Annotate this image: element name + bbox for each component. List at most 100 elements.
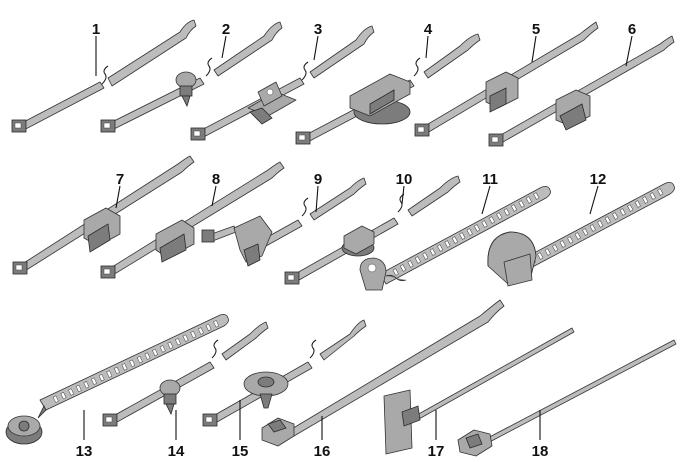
- strap-hole: [552, 244, 559, 252]
- strap-hole: [503, 208, 510, 216]
- part-18-cable-tie-with-anchor: [457, 339, 677, 457]
- strap-hole: [175, 338, 181, 346]
- callout-labels: 1 2 3 4 5 6 7 8 9 10 11 12 13 14 15 16 1…: [76, 21, 637, 460]
- strap-hole: [159, 345, 166, 353]
- strap-hole: [422, 252, 429, 260]
- callout-10: 10: [396, 171, 413, 188]
- strap-hole: [582, 228, 589, 236]
- leader-9: [315, 185, 319, 213]
- strap-hole: [481, 220, 488, 228]
- strap-hole: [642, 196, 649, 204]
- leader-8: [211, 185, 217, 207]
- strap-hole: [518, 200, 525, 208]
- strap-hole: [634, 200, 641, 208]
- part-16-cable-tie-with-push-mount: [261, 299, 505, 447]
- leader-6: [625, 35, 633, 67]
- callout-17: 17: [428, 443, 445, 460]
- strap-hole: [574, 232, 581, 240]
- part-12-perforated-strap-with-loop: [487, 182, 675, 287]
- callout-12: 12: [590, 171, 607, 188]
- part-8-cable-tie-with-edge-clip: [100, 161, 285, 279]
- leader-11: [481, 185, 491, 215]
- strap-hole: [466, 228, 473, 236]
- strap-hole: [144, 352, 151, 360]
- callout-1: 1: [92, 21, 100, 38]
- strap-hole: [429, 248, 436, 256]
- strap-hole: [451, 236, 458, 244]
- strap-hole: [75, 384, 82, 393]
- strap-hole: [205, 323, 212, 332]
- strap-hole: [407, 260, 414, 268]
- part-1-cable-tie: [11, 19, 197, 133]
- strap-hole: [627, 204, 634, 212]
- leader-7: [115, 185, 121, 209]
- part-10-cable-tie-with-clip: [284, 175, 461, 285]
- strap-hole: [533, 192, 540, 200]
- strap-hole: [167, 341, 174, 350]
- strap-hole: [544, 248, 551, 256]
- leader-12: [589, 185, 599, 215]
- part-13-wave-strap-with-base: [5, 314, 229, 445]
- callout-15: 15: [232, 443, 249, 460]
- callout-2: 2: [222, 21, 230, 38]
- strap-hole: [60, 391, 67, 400]
- part-17-cable-tie-with-fir-tree: [383, 327, 575, 455]
- callout-11: 11: [482, 171, 498, 188]
- strap-holes: [392, 192, 540, 276]
- strap-hole: [525, 196, 532, 204]
- callout-5: 5: [532, 21, 540, 38]
- part-6-cable-tie-with-edge-clip: [488, 35, 675, 147]
- strap-hole: [496, 212, 503, 220]
- strap-holes: [52, 320, 220, 403]
- strap-hole: [91, 377, 97, 385]
- callout-8: 8: [212, 171, 220, 188]
- part-5-cable-tie-with-edge-clip: [414, 21, 599, 137]
- strap-hole: [444, 240, 451, 248]
- part-14-cable-tie-with-clip: [102, 321, 269, 440]
- callout-16: 16: [314, 443, 331, 460]
- leader-3: [313, 35, 319, 61]
- strap-hole: [113, 366, 120, 375]
- part-7-cable-tie-with-edge-clip: [12, 155, 195, 275]
- strap-hole: [129, 359, 136, 367]
- strap-hole: [437, 244, 444, 252]
- callout-3: 3: [314, 21, 322, 38]
- strap-hole: [197, 327, 204, 335]
- part-9-cable-tie-with-clip: [201, 177, 367, 267]
- leader-10: [401, 185, 405, 205]
- callout-6: 6: [628, 21, 636, 38]
- strap-hole: [414, 256, 421, 264]
- strap-hole: [106, 370, 113, 378]
- leader-4: [425, 35, 429, 59]
- strap-hole: [190, 330, 197, 339]
- strap-hole: [589, 224, 596, 232]
- strap-hole: [68, 388, 75, 396]
- strap-hole: [619, 208, 626, 216]
- strap-hole: [98, 373, 105, 382]
- part-4-cable-tie-with-foot: [295, 33, 481, 145]
- strap-hole: [52, 395, 59, 403]
- strap-hole: [604, 216, 611, 224]
- strap-hole: [136, 356, 143, 364]
- strap-hole: [474, 224, 481, 232]
- strap-hole: [537, 252, 544, 260]
- strap-hole: [182, 334, 189, 342]
- callout-14: 14: [168, 443, 185, 460]
- callout-13: 13: [76, 443, 93, 460]
- strap-hole: [152, 348, 159, 357]
- part-15-cable-tie-with-disc: [202, 319, 367, 440]
- strap-hole: [488, 216, 495, 224]
- part-3-cable-tie-with-holder: [190, 25, 375, 141]
- part-2-cable-tie-with-clip: [100, 21, 283, 133]
- leader-2: [221, 35, 227, 59]
- strap-hole: [400, 264, 407, 272]
- leader-5: [531, 35, 537, 63]
- strap-hole: [121, 363, 128, 371]
- strap-hole: [559, 240, 566, 248]
- strap-hole: [597, 220, 604, 228]
- strap-hole: [392, 268, 399, 276]
- strap-hole: [612, 212, 619, 220]
- part-11-perforated-strap: [359, 185, 551, 291]
- callout-7: 7: [116, 171, 124, 188]
